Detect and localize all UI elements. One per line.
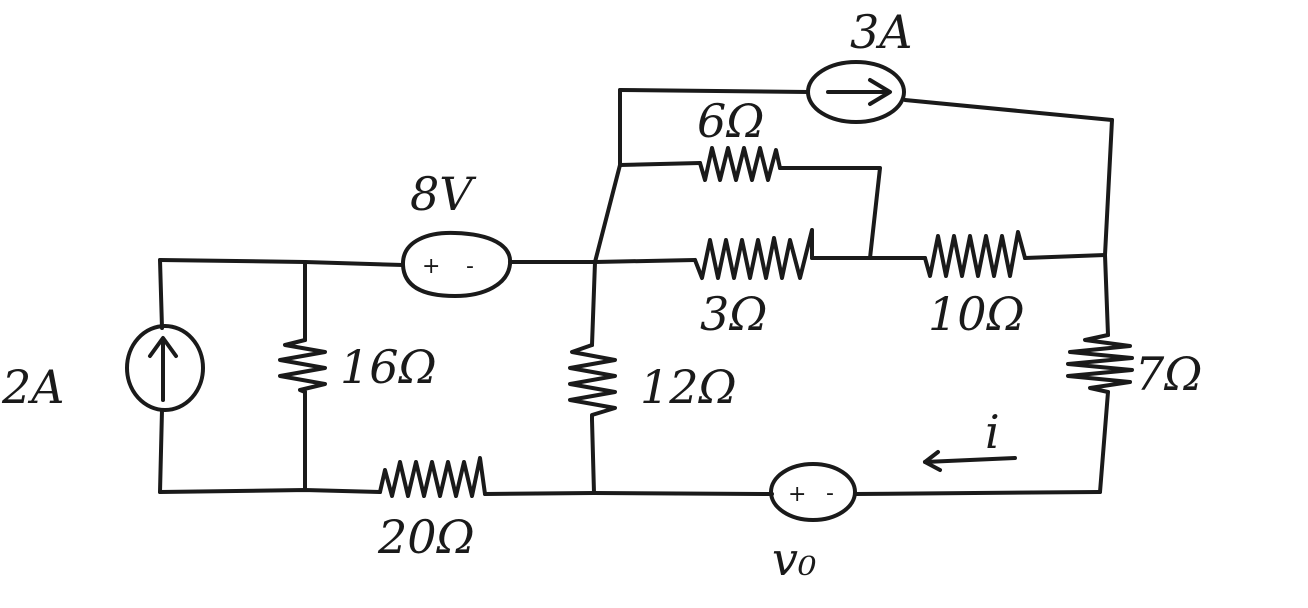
label-2a: 2A xyxy=(1,360,65,414)
wire-2a-up xyxy=(158,258,164,330)
label-3ohm: 3Ω xyxy=(700,287,767,341)
wire-center-up xyxy=(593,163,622,264)
resistor-16ohm xyxy=(278,338,327,394)
current-source-2a xyxy=(125,324,205,412)
wire-right-vert xyxy=(1103,118,1114,257)
wire-2a-down xyxy=(158,408,164,494)
wire-top-left xyxy=(158,258,405,267)
current-source-3a xyxy=(806,60,906,124)
voltage-source-vo: + - xyxy=(769,462,857,522)
wire-6-left xyxy=(618,161,702,167)
label-7ohm: 7Ω xyxy=(1135,347,1202,401)
wire-12-down xyxy=(590,418,596,495)
minus-sign: - xyxy=(466,254,474,279)
wire-12-up xyxy=(590,260,597,347)
label-10ohm: 10Ω xyxy=(928,287,1025,341)
wire-7-down xyxy=(1098,390,1110,494)
wire-20-right xyxy=(483,491,774,496)
label-16ohm: 16Ω xyxy=(340,340,437,394)
wire-vo-right xyxy=(853,490,1102,496)
wire-bottom-left xyxy=(158,488,382,494)
plus-sign: + xyxy=(788,482,806,507)
plus-sign: + xyxy=(422,254,440,279)
wire-3a-left xyxy=(618,88,810,94)
label-12ohm: 12Ω xyxy=(640,360,737,414)
label-i: i xyxy=(985,405,1000,459)
wire-6-right xyxy=(778,166,882,260)
resistor-20ohm xyxy=(378,456,487,498)
label-6ohm: 6Ω xyxy=(697,94,764,148)
resistor-12ohm xyxy=(568,343,617,422)
wires xyxy=(158,88,1114,496)
resistor-6ohm xyxy=(698,146,782,182)
resistor-3ohm xyxy=(693,228,814,280)
label-8v: 8V xyxy=(410,167,477,221)
wire-7-up xyxy=(1103,253,1110,337)
arrow-left-icon xyxy=(923,456,1017,464)
wire-10-right xyxy=(1023,253,1107,260)
label-3a: 3A xyxy=(850,5,913,59)
voltage-source-8v: + - xyxy=(400,230,513,298)
minus-sign: - xyxy=(826,481,834,506)
wire-to-3ohm xyxy=(593,258,697,264)
current-i-arrow xyxy=(923,450,1017,472)
resistor-10ohm xyxy=(923,230,1027,278)
wire-3a-right xyxy=(903,98,1114,122)
resistor-7ohm xyxy=(1066,333,1134,394)
label-20ohm: 20Ω xyxy=(377,510,475,564)
label-vo: v₀ xyxy=(772,532,816,586)
